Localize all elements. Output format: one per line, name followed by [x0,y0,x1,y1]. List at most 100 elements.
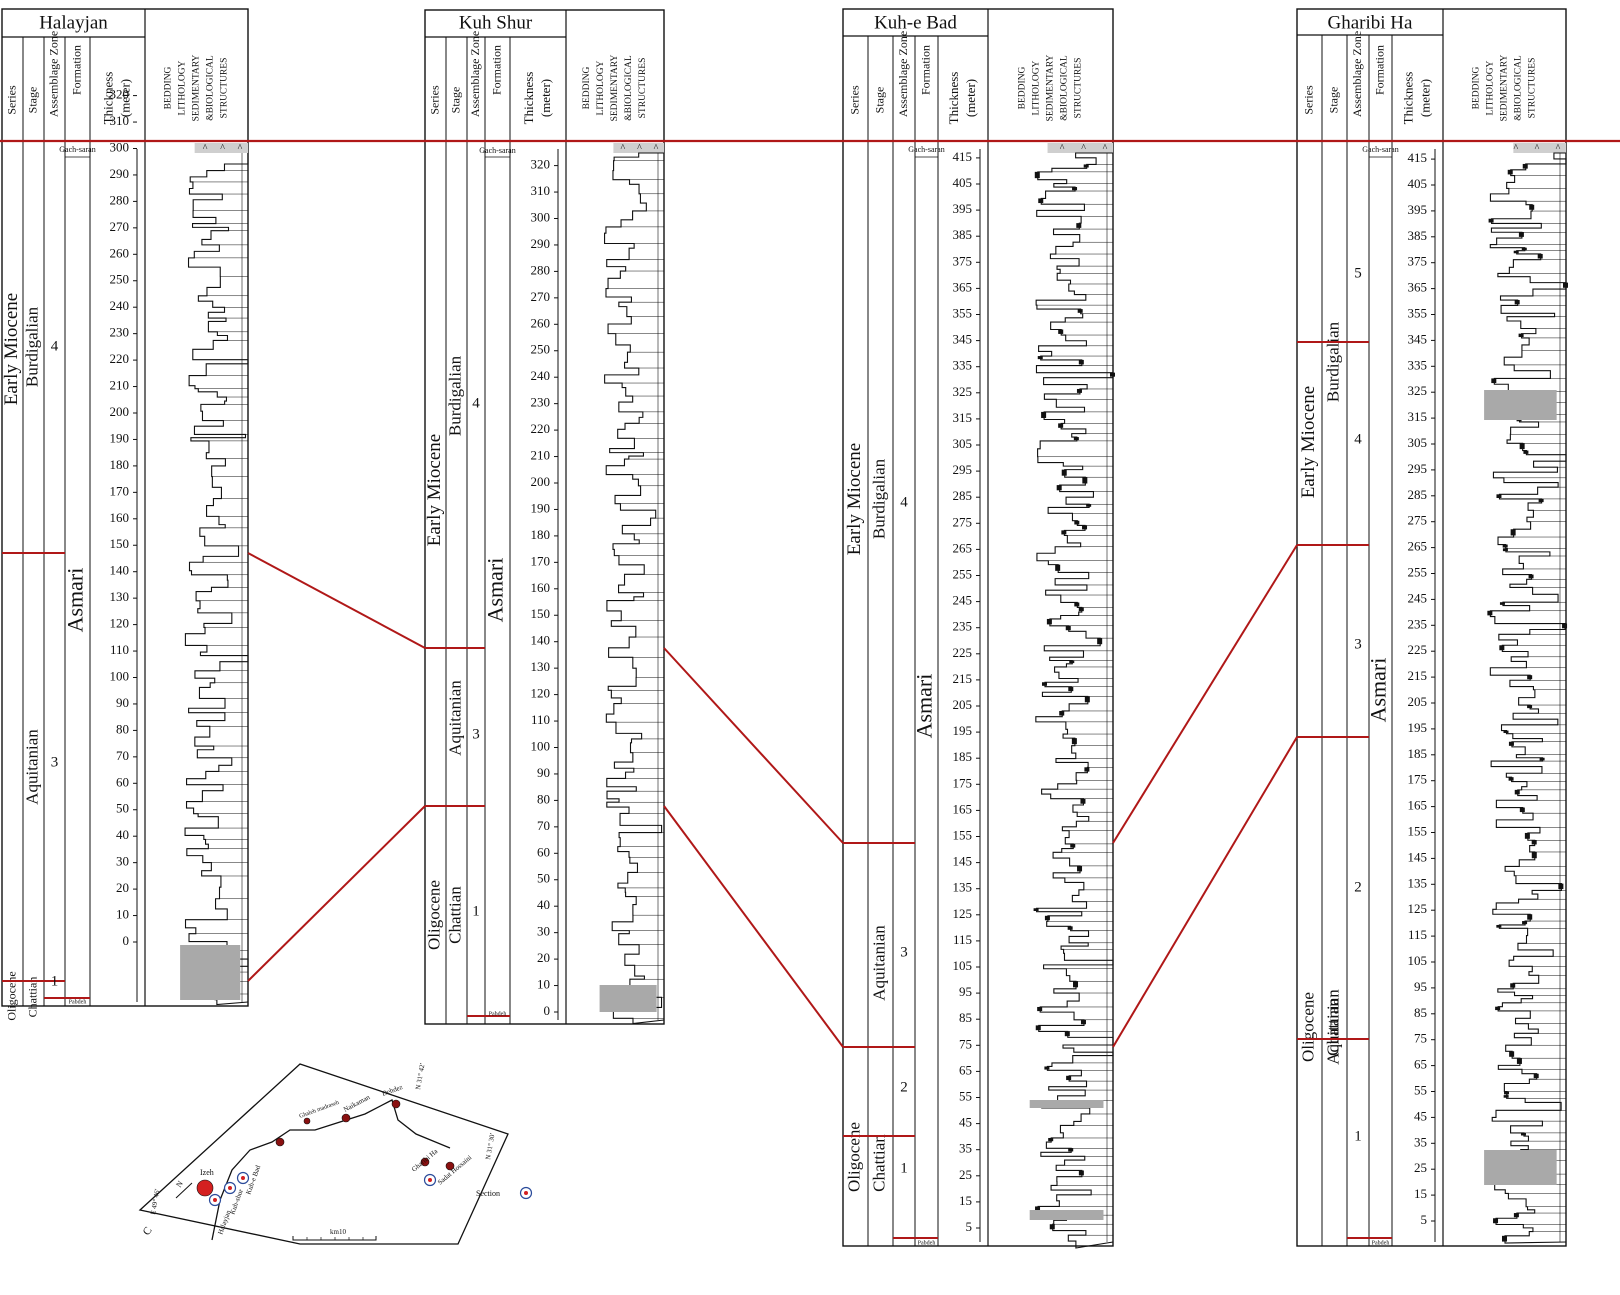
thickness-tick-label: 25 [1414,1160,1427,1175]
dark-bed [1520,1132,1526,1136]
header-zone: Assemblage Zone [46,31,60,117]
dark-bed [1072,187,1078,191]
correlation-line [663,647,844,844]
header-lith_3: SEDIMENTARY [192,54,202,121]
dark-bed [1076,223,1082,228]
dark-bed [1495,1006,1501,1011]
header-lith_1: BEDDING [1018,66,1028,109]
thickness-tick-label: 10 [537,977,550,992]
thickness-tick-label: 25 [959,1167,972,1182]
weathering-profile [1035,152,1114,1249]
thickness-tick-label: 165 [953,801,973,816]
thickness-tick-label: 195 [953,723,973,738]
place-marker [196,1179,214,1197]
thickness-tick-label: 40 [116,827,129,842]
thickness-tick-label: 255 [1408,564,1428,579]
dark-bed [1519,807,1525,813]
thickness-tick-label: 305 [1408,435,1428,450]
thickness-tick-label: 35 [959,1141,972,1156]
series-label: Early Miocene [1,293,22,405]
header-lith_4: &BIOLOGICAL [206,55,216,121]
dark-bed [1513,250,1519,254]
place-marker [303,1117,311,1125]
stage-label: Aquitanian [445,680,464,756]
grey-bed [599,985,657,1012]
stage-label: Chattian [25,977,39,1018]
map-coordinate: E 49° 46′ [149,1188,161,1216]
zone-number: 1 [1354,1128,1362,1144]
correlation-line [247,552,426,649]
stage-label: Aquitanian [1323,989,1342,1065]
header-thickness-unit: (meter) [117,79,132,117]
zone-number: 1 [900,1160,908,1176]
thickness-tick-label: 365 [1408,280,1428,295]
header-stage: Stage [448,87,462,114]
section-title: Halayjan [39,12,108,33]
top-band [194,143,248,153]
dark-bed [1504,1091,1510,1095]
top-formation-label: Gach-saran [908,145,944,154]
header-thickness: Thickness [1400,72,1415,125]
zone-number: 2 [900,1079,908,1095]
thickness-tick-label: 130 [110,589,130,604]
header-thickness-unit: (meter) [1417,79,1432,117]
dark-bed [1527,705,1533,709]
thickness-tick-label: 270 [531,289,551,304]
thickness-tick-label: 15 [1414,1186,1427,1201]
thickness-tick-label: 335 [1408,357,1428,372]
header-stage: Stage [25,87,39,114]
section-symbol-dot [228,1186,232,1190]
section-symbol-dot [213,1198,217,1202]
header-lith_4: &BIOLOGICAL [1060,55,1070,121]
grey-bed [1029,1100,1104,1108]
header-lith_1: BEDDING [1472,66,1482,109]
dark-bed [1044,1066,1050,1070]
stage-label: Burdigalian [869,458,888,539]
thickness-tick-label: 290 [110,166,130,181]
stage-label: Burdigalian [445,355,464,436]
caret-symbol: ^ [621,143,626,154]
header-stage: Stage [1326,87,1340,114]
thickness-tick-label: 265 [1408,539,1428,554]
dark-bed [1499,602,1505,605]
thickness-tick-label: 250 [110,272,130,287]
thickness-tick-label: 255 [953,566,973,581]
thickness-tick-label: 100 [531,738,551,753]
thickness-tick-label: 355 [1408,305,1428,320]
thickness-tick-label: 405 [953,175,973,190]
legend-section-dot [524,1191,528,1195]
header-series: Series [427,85,441,115]
dark-bed [1076,388,1082,393]
dark-bed [1523,450,1529,454]
dark-bed [1086,504,1092,507]
series-label: Early Miocene [424,434,445,546]
thickness-tick-label: 15 [959,1193,972,1208]
thickness-tick-label: 140 [110,563,130,578]
thickness-tick-label: 215 [1408,668,1428,683]
dark-bed [1080,798,1086,804]
thickness-tick-label: 65 [1414,1057,1427,1072]
thickness-tick-label: 290 [531,236,551,251]
header-stage: Stage [872,87,886,114]
dark-bed [1502,548,1508,552]
north-arrow [175,1182,193,1199]
thickness-tick-label: 185 [953,749,973,764]
weathering-profile [184,153,249,1006]
thickness-tick-label: 235 [953,619,973,634]
thickness-tick-label: 210 [110,378,130,393]
dark-bed [1056,485,1062,491]
thickness-tick-label: 170 [531,553,551,568]
dark-bed [1513,1213,1519,1218]
thickness-tick-label: 20 [116,880,129,895]
caret-symbol: ^ [1556,143,1561,154]
thickness-tick-label: 245 [953,593,973,608]
dark-bed [1067,926,1073,930]
dark-bed [1071,738,1077,745]
correlation-line [663,805,844,1048]
dark-bed [1514,300,1520,305]
header-formation: Formation [918,45,932,95]
caret-symbol: ^ [1081,143,1086,154]
thickness-tick-label: 70 [537,818,550,833]
